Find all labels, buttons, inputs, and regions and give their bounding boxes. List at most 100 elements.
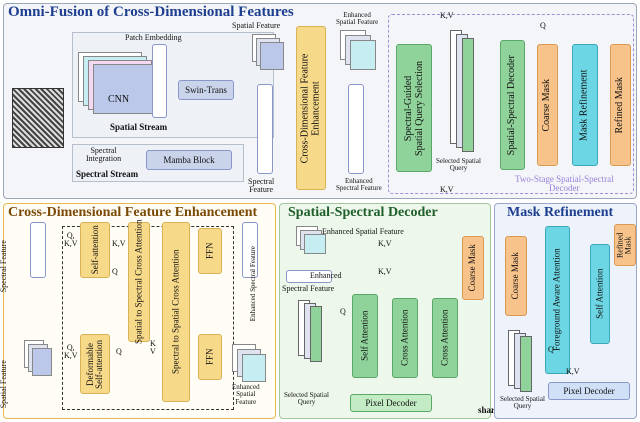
- mr-q-label: Q: [548, 345, 554, 354]
- ffn-label-2: FFN: [204, 348, 215, 366]
- mr-pixel-decoder-block: Pixel Decoder: [548, 382, 630, 400]
- self-attention-label: Self-attention: [89, 225, 100, 275]
- ssd-enhanced-spectral-label-a: Enhanced: [310, 271, 342, 280]
- cdfe-panel-title: Cross-Dimensional Feature Enhancement: [8, 205, 258, 220]
- ssd-selected-query-label: Selected Spatial Query: [284, 391, 329, 407]
- ssd-enhanced-spatial-label: Enhanced Spatial Feature: [322, 227, 404, 236]
- enhanced-spatial-stack: [340, 30, 376, 70]
- share-label: share: [478, 405, 499, 415]
- swin-trans-block: Swin-Trans: [178, 80, 234, 100]
- deformable-attention-block: Deformable Self-attention: [80, 334, 110, 394]
- cdfe-block: Cross-Dimensional Feature Enhancement: [296, 26, 326, 190]
- enhanced-spectral-label: Enhanced Spectral Feature: [336, 177, 382, 193]
- sgqs-block: Spectral-Guided Spatial Query Selection: [396, 44, 432, 172]
- cdfe-spectral-tokens: [30, 222, 46, 278]
- cdfe-enhanced-spatial-stack: [232, 344, 266, 382]
- ssd-cross-attention-block-1: Cross Attention: [392, 298, 418, 378]
- mr-refined-mask-label: Refined Mask: [615, 232, 634, 258]
- spectral-integration-label: Spectral Integration: [86, 146, 122, 164]
- mr-self-attention-label: Self Attention: [594, 268, 605, 320]
- ssd-cross-attention-label-1: Cross Attention: [399, 309, 410, 367]
- cdfe-spectral-feature-label: Spectral Feature: [0, 240, 8, 293]
- spectral-feature-label: Spectral Feature: [248, 177, 275, 195]
- top-kv-label-2: K,V: [440, 185, 454, 194]
- ssd-kv-label-1: K,V: [378, 239, 392, 248]
- ssd-coarse-mask-label: Coarse Mask: [467, 244, 478, 292]
- enhanced-spatial-label: Enhanced Spatial Feature: [336, 11, 379, 27]
- selected-query-stack: [450, 30, 478, 152]
- spatial-stream-label: Spatial Stream: [110, 122, 168, 132]
- mr-panel-title: Mask Refinement: [507, 205, 614, 220]
- refined-mask-label: Refined Mask: [614, 76, 626, 134]
- two-stage-label: Two-Stage Spatial-Spectral Decoder: [515, 174, 614, 194]
- ffn-label-1: FFN: [204, 242, 215, 260]
- self-attention-block: Self-attention: [80, 222, 110, 278]
- cdfe-enhanced-spectral-tokens: [242, 222, 258, 278]
- ssd-cross-attention-label-2: Cross Attention: [439, 309, 450, 367]
- cdfe-q-label-2: Q: [116, 347, 122, 356]
- mr-selected-query-label: Selected Spatial Query: [500, 395, 545, 411]
- patch-tokens: [152, 44, 167, 118]
- ssd-panel-title: Spatial-Spectral Decoder: [288, 205, 438, 220]
- spatial-to-spectral-block: Spatial to Spectral Cross Attention: [128, 219, 150, 345]
- sgqs-block-label: Spectral-Guided Spatial Query Selection: [402, 60, 425, 156]
- spectral-feature-tokens: [257, 84, 273, 174]
- ssd-q-label: Q: [340, 307, 346, 316]
- mask-refinement-block: Mask Refinement: [572, 44, 598, 166]
- input-image: [12, 88, 64, 148]
- mr-coarse-mask-block: Coarse Mask: [505, 236, 527, 316]
- ssd-block-label: Spatial-Spectral Decoder: [506, 54, 518, 156]
- top-kv-label-1: K,V: [440, 11, 454, 20]
- ssd-self-attention-block: Self Attention: [352, 294, 378, 378]
- top-panel-title: Omni-Fusion of Cross-Dimensional Feature…: [8, 4, 294, 20]
- spatial-to-spectral-label: Spatial to Spectral Cross Attention: [133, 219, 144, 345]
- ssd-enhanced-spectral-label-b: Spectral Feature: [282, 284, 335, 293]
- cdfe-block-label: Cross-Dimensional Feature Enhancement: [299, 53, 322, 163]
- cdfe-kv-label: K,V: [112, 239, 126, 248]
- spatial-feature-label: Spatial Feature: [232, 21, 281, 30]
- ffn-block-2: FFN: [198, 334, 222, 380]
- cdfe-enhanced-spectral-label: Enhanced Spectral Feature: [248, 246, 257, 322]
- selected-query-label: Selected Spatial Query: [436, 157, 481, 173]
- cnn-stack: [78, 52, 158, 114]
- mr-refined-mask-block: Refined Mask: [614, 224, 636, 266]
- two-stage-region: [388, 14, 634, 194]
- coarse-mask-block: Coarse Mask: [537, 44, 558, 166]
- cdfe-enhanced-spatial-label: Enhanced Spatial Feature: [232, 383, 260, 406]
- deformable-attention-label: Deformable Self-attention: [84, 339, 104, 389]
- mamba-block: Mamba Block: [146, 150, 232, 170]
- ffn-block-1: FFN: [198, 228, 222, 274]
- mr-query-stack: [508, 330, 534, 392]
- mr-self-attention-block: Self Attention: [590, 244, 610, 344]
- spectral-to-spatial-label: Spectral to Spatial Cross Attention: [170, 249, 181, 375]
- patch-embedding-label: Patch Embedding: [125, 33, 182, 42]
- cdfe-qkv-label-2: Q, K,V: [64, 343, 78, 361]
- refined-mask-block: Refined Mask: [610, 44, 631, 166]
- coarse-mask-label: Coarse Mask: [541, 78, 553, 132]
- ssd-cross-attention-block-2: Cross Attention: [432, 298, 458, 378]
- ssd-enhanced-spectral-tokens: [286, 270, 332, 283]
- ssd-block: Spatial-Spectral Decoder: [500, 40, 525, 170]
- ssd-enhanced-spatial-stack: [296, 226, 326, 254]
- enhanced-spectral-tokens: [348, 84, 364, 174]
- cdfe-spatial-feature-label: Spatial Feature: [0, 360, 8, 409]
- spatial-feature-stack: [252, 34, 284, 70]
- cdfe-qkv-label-1: Q, K,V: [64, 231, 78, 249]
- mr-coarse-mask-label: Coarse Mask: [510, 252, 521, 300]
- ssd-self-attention-label: Self Attention: [359, 310, 370, 362]
- ssd-pixel-decoder-block: Pixel Decoder: [350, 394, 432, 412]
- foreground-aware-attention-block: Foreground Aware Attention: [545, 226, 570, 374]
- cdfe-q-label: Q: [112, 267, 118, 276]
- spectral-to-spatial-block: Spectral to Spatial Cross Attention: [162, 222, 190, 402]
- ssd-coarse-mask-block: Coarse Mask: [462, 236, 484, 300]
- cnn-label: CNN: [108, 94, 130, 105]
- mr-kv-label: K,V: [566, 367, 580, 376]
- foreground-aware-attention-label: Foreground Aware Attention: [551, 248, 562, 352]
- cdfe-kv-label-2: K V: [150, 339, 156, 357]
- spectral-stream-label: Spectral Stream: [76, 169, 139, 179]
- top-q-label: Q: [540, 21, 546, 30]
- mask-refinement-label: Mask Refinement: [578, 69, 590, 141]
- ssd-query-stack: [298, 300, 322, 362]
- cdfe-spatial-stack: [24, 340, 52, 376]
- ssd-kv-label-2: K,V: [378, 267, 392, 276]
